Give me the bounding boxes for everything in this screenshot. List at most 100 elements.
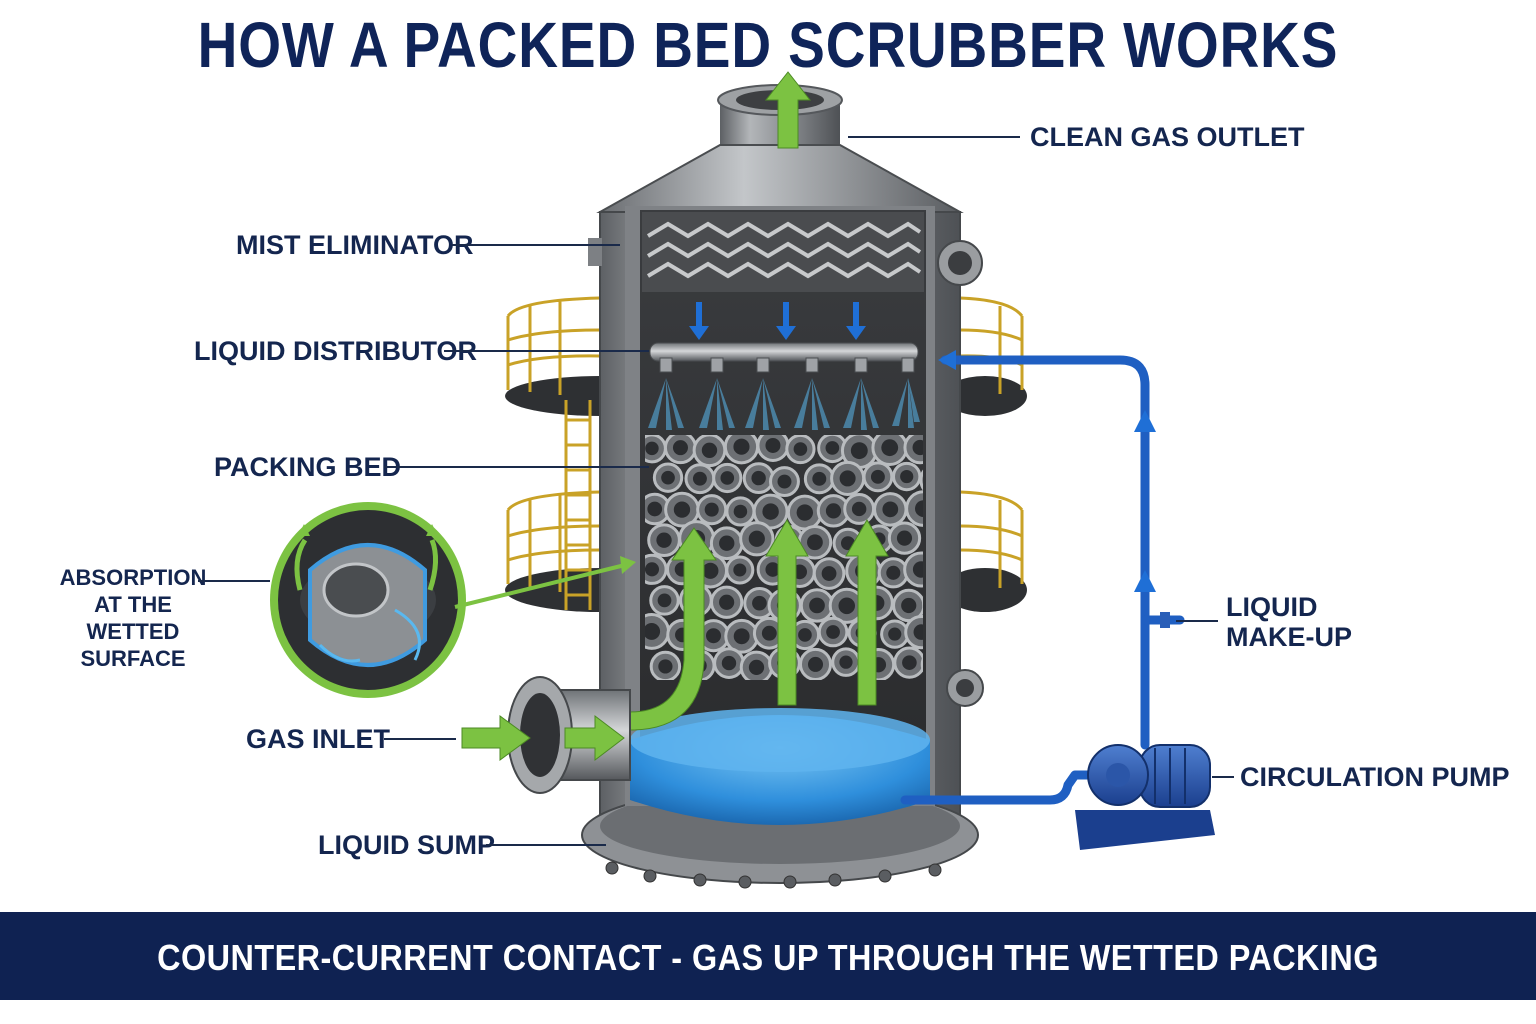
packing-ring-hole bbox=[896, 530, 913, 546]
packing-ring-hole bbox=[777, 474, 792, 489]
packing-ring-hole bbox=[912, 561, 923, 578]
leader-absorption bbox=[198, 580, 270, 582]
packing-ring bbox=[920, 656, 923, 673]
packing-ring-hole bbox=[793, 442, 808, 456]
packing-ring-hole bbox=[765, 562, 781, 577]
packing-ring-hole bbox=[912, 439, 923, 456]
lower-platform-right bbox=[943, 568, 1027, 612]
packing-ring-hole bbox=[692, 471, 707, 486]
packing-ring-hole bbox=[826, 625, 840, 639]
packing-ring-hole bbox=[915, 500, 923, 517]
label-liquid-distributor: LIQUID DISTRIBUTOR bbox=[194, 336, 477, 366]
leader-circulation-pump bbox=[1212, 776, 1234, 778]
packing-ring-hole bbox=[796, 504, 814, 521]
packing-ring-hole bbox=[719, 535, 735, 551]
packing-ring-hole bbox=[821, 566, 837, 581]
label-absorption-line-2: AT THE bbox=[94, 592, 172, 617]
label-absorption-line-3: WETTED bbox=[86, 619, 180, 644]
packing-ring-hole bbox=[765, 437, 781, 453]
packing-ring-hole bbox=[704, 502, 719, 517]
packing-ring-hole bbox=[733, 563, 747, 577]
packing-ring-hole bbox=[748, 659, 765, 676]
packing-ring-hole bbox=[702, 562, 719, 579]
leader-liquid-makeup bbox=[1176, 620, 1218, 622]
packing-ring-hole bbox=[705, 628, 722, 644]
packing-ring-hole bbox=[901, 597, 917, 614]
distributor-header bbox=[649, 342, 919, 362]
label-circulation-pump: CIRCULATION PUMP bbox=[1240, 762, 1510, 792]
column-cone-top bbox=[596, 144, 964, 213]
label-mist-eliminator: MIST ELIMINATOR bbox=[236, 230, 474, 260]
packing-ring-hole bbox=[913, 624, 923, 640]
packing-ring-hole bbox=[645, 623, 661, 640]
label-clean-gas-outlet: CLEAN GAS OUTLET bbox=[1030, 122, 1305, 152]
packing-ring-hole bbox=[798, 628, 812, 642]
leader-clean-gas-outlet bbox=[848, 136, 1020, 138]
clean-gas-arrow bbox=[764, 71, 812, 149]
packing-ring-hole bbox=[838, 597, 856, 615]
leader-mist-eliminator bbox=[452, 244, 620, 246]
packing-ring-hole bbox=[719, 594, 735, 610]
leader-liquid-distributor bbox=[444, 350, 649, 352]
leader-packing-bed bbox=[384, 466, 649, 468]
label-absorption-line-4: SURFACE bbox=[80, 646, 186, 671]
packing-ring-hole bbox=[839, 470, 856, 487]
label-liquid-makeup-line-2: MAKE-UP bbox=[1226, 622, 1352, 652]
packing-ring-hole bbox=[762, 503, 779, 520]
packing-ring-hole bbox=[761, 625, 777, 641]
packing-ring-hole bbox=[673, 501, 691, 518]
packing-ring-hole bbox=[886, 565, 901, 580]
nozzle-left-upper bbox=[588, 238, 602, 266]
label-absorption-line-1: ABSORPTION bbox=[59, 565, 207, 590]
page-title: HOW A PACKED BED SCRUBBER WORKS bbox=[197, 9, 1339, 81]
leader-liquid-sump bbox=[486, 844, 606, 846]
circulation-pump bbox=[1075, 744, 1215, 850]
packing-ring-hole bbox=[825, 441, 840, 455]
packing-ring-hole bbox=[839, 655, 853, 669]
packing-ring-hole bbox=[807, 656, 824, 672]
packing-ring-hole bbox=[882, 501, 899, 518]
packing-ring-hole bbox=[900, 469, 914, 484]
label-gas-inlet: GAS INLET bbox=[246, 724, 391, 754]
packing-ring-hole bbox=[881, 439, 899, 457]
packing-ring-hole bbox=[720, 471, 735, 485]
packing-ring-hole bbox=[656, 532, 672, 548]
packing-ring-hole bbox=[661, 470, 675, 485]
packing-ring-hole bbox=[672, 440, 688, 456]
packing-ring-hole bbox=[888, 627, 902, 641]
packing-ring-hole bbox=[851, 501, 867, 517]
packing-ring-hole bbox=[902, 655, 917, 670]
packing-ring-hole bbox=[809, 597, 825, 614]
packing-ring-hole bbox=[645, 562, 660, 577]
leader-gas-inlet bbox=[384, 738, 456, 740]
footer-bar bbox=[0, 912, 1536, 1000]
packing-ring-hole bbox=[748, 530, 765, 547]
label-liquid-makeup-line-1: LIQUID bbox=[1226, 592, 1318, 622]
packing-ring-hole bbox=[721, 655, 737, 671]
label-absorption: ABSORPTION AT THE WETTED SURFACE bbox=[58, 564, 208, 672]
label-packing-bed: PACKING BED bbox=[214, 452, 402, 482]
absorption-magnifier bbox=[270, 502, 636, 698]
packing-ring-hole bbox=[733, 628, 750, 645]
packing-ring-hole bbox=[733, 504, 748, 519]
spray-droplets bbox=[648, 378, 920, 430]
packing-ring bbox=[905, 490, 923, 527]
footer-caption: COUNTER-CURRENT CONTACT - GAS UP THROUGH… bbox=[157, 937, 1379, 978]
packing-ring-hole bbox=[850, 442, 868, 460]
packing-ring-hole bbox=[733, 438, 750, 455]
packing-ring-hole bbox=[657, 593, 672, 608]
packing-ring-hole bbox=[825, 503, 842, 519]
packing-ring bbox=[919, 469, 923, 491]
packing-ring-hole bbox=[807, 534, 823, 551]
packing-ring-hole bbox=[870, 469, 885, 484]
packing-ring-hole bbox=[701, 442, 718, 458]
packing-ring-hole bbox=[812, 471, 827, 486]
packing-ring-hole bbox=[647, 501, 663, 517]
packing-ring-hole bbox=[752, 595, 767, 611]
column-cutaway bbox=[625, 206, 935, 825]
upper-platform-right bbox=[943, 376, 1027, 416]
gas-inlet-nozzle bbox=[461, 676, 631, 794]
packing-ring-hole bbox=[751, 470, 766, 486]
